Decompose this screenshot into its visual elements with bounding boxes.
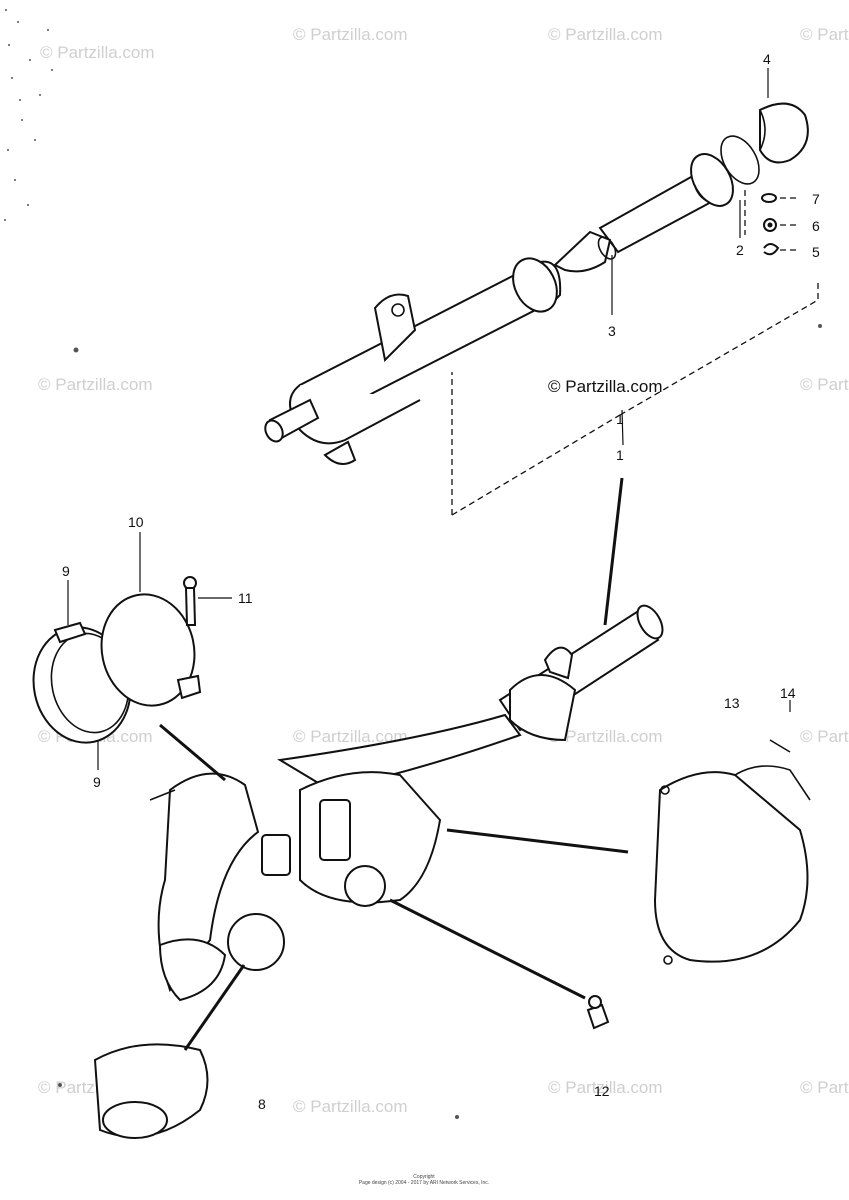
watermark: © Partzilla.com: [548, 727, 663, 746]
clamp-bands: [32, 576, 202, 744]
callout-1: 1: [616, 411, 624, 427]
watermark: © Partzilla.com: [800, 25, 849, 44]
callout-13: 13: [724, 695, 740, 711]
callout-labels: 1 1 2 3 4 5 6 7 8 9 9 10 11 12 13 14: [62, 51, 820, 1112]
side-cover: [653, 739, 811, 965]
watermark: © Partzilla.com: [548, 25, 663, 44]
watermark: © Partzilla.com: [293, 1097, 408, 1116]
callout-12: 12: [594, 1083, 610, 1099]
callout-leads: [67, 68, 791, 770]
leader-lines: [159, 723, 629, 1051]
watermark: © Partzilla.com: [293, 727, 408, 746]
callout-2: 2: [736, 242, 744, 258]
callout-14: 14: [780, 685, 796, 701]
watermark: © Partzilla.com: [38, 375, 153, 394]
callout-11: 11: [238, 590, 253, 606]
hardware-small-parts: [761, 193, 780, 256]
callout-1: 1: [616, 447, 624, 463]
footer-line-2: Page design (c) 2004 - 2017 by ARI Netwo…: [359, 1180, 489, 1186]
watermark: © Partzilla.com: [800, 1078, 849, 1097]
watermark: © Partzilla.com: [800, 375, 849, 394]
callout-5: 5: [812, 244, 820, 260]
callout-3: 3: [608, 323, 616, 339]
callout-10: 10: [128, 514, 144, 530]
drain-plug: [586, 995, 610, 1030]
scan-noise: [4, 9, 822, 1119]
watermark: © Partzilla.com: [293, 25, 408, 44]
footer-line-1: Copyright: [413, 1174, 435, 1180]
exhaust-pipe-assembly: [93, 604, 664, 1139]
callout-9: 9: [62, 563, 70, 579]
end-cap-set: [690, 102, 809, 207]
callout-6: 6: [812, 218, 820, 234]
callout-9: 9: [93, 774, 101, 790]
muffler-assembly: [264, 257, 562, 465]
watermark: © Partzilla.com: [40, 43, 155, 62]
footer-copyright: Copyright Page design (c) 2004 - 2017 by…: [359, 1174, 489, 1186]
callout-4: 4: [763, 51, 771, 67]
center-watermark: © Partzilla.com: [548, 377, 663, 396]
watermarks: © Partzilla.com © Partzilla.com © Partzi…: [38, 25, 849, 1116]
watermark: © Partzilla.com: [548, 1078, 663, 1097]
watermark: © Partzilla.com: [800, 727, 849, 746]
assembly-guides: [451, 190, 819, 516]
leader-line: [603, 477, 624, 626]
callout-7: 7: [812, 191, 820, 207]
callout-8: 8: [258, 1096, 266, 1112]
